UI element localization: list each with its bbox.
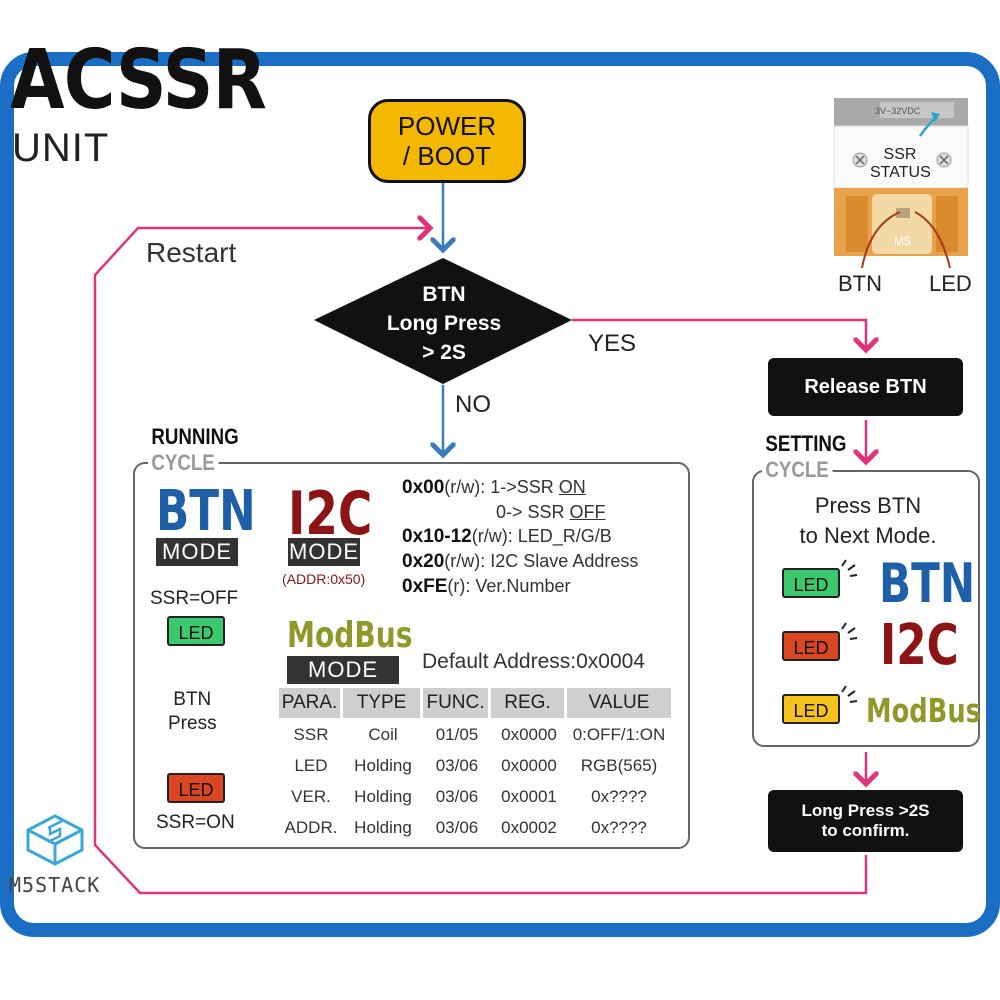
arrow-yes-to-release [572,318,866,350]
table-cell: 0x???? [591,787,647,806]
register-row: 0x00(r/w): 1->SSR ON [402,477,586,498]
running-heading: RUNNING [148,425,243,449]
setting-led-green: LED [782,568,840,598]
table-cell: 0x0002 [501,818,557,837]
led-red-indicator: LED [167,773,225,803]
table-cell: 0x???? [591,818,647,837]
release-btn-node: Release BTN [768,358,963,416]
decision-diamond [314,258,572,384]
table-row: LED Holding 03/06 0x0000 RGB(565) [279,755,671,777]
table-header: TYPE [343,688,420,718]
register-row: 0x10-12(r/w): LED_R/G/B [402,526,612,547]
table-cell: 0x0000 [501,725,557,744]
running-subheading: CYCLE [148,451,219,475]
table-cell: ADDR. [284,818,338,837]
table-row: VER. Holding 03/06 0x0001 0x???? [279,786,671,808]
modbus-table-body: SSR Coil 01/05 0x0000 0:OFF/1:ON LED Holding 03… [279,724,671,839]
modbus-default-address: Default Address:0x0004 [422,650,645,673]
register-row: 0x20(r/w): I2C Slave Address [402,551,639,572]
confirm-node: Long Press >2S to confirm. [768,790,963,852]
modbus-mode-bar: MODE [287,656,399,684]
device-btn-label: BTN [838,271,882,296]
btn-mode-title: BTN [156,479,256,544]
table-cell: 0x0000 [501,756,557,775]
table-cell: 03/06 [435,818,479,837]
yes-label: YES [588,330,637,357]
page-subtitle: UNIT [12,126,110,170]
device-illustration [832,96,970,256]
power-range-label: 3V~32VDC [875,106,921,116]
no-label: NO [455,391,491,418]
table-cell: SSR [293,725,329,744]
register-row: 0xFE(r): Ver.Number [402,576,571,597]
m5stack-logo-icon [26,814,84,866]
i2c-mode-title: I2C [288,479,373,549]
table-row: SSR Coil 01/05 0x0000 0:OFF/1:ON [279,724,671,746]
power-boot-node: POWER / BOOT [368,99,526,183]
table-header: PARA. [279,688,340,718]
setting-mode-modbus: ModBus [866,691,981,730]
modbus-table-grid: PARA. TYPE FUNC. REG. VALUE [279,688,671,718]
btn-press-label: BTN Press [168,689,217,734]
setting-mode-btn: BTN [879,552,976,615]
footer-brand: M5STACK [9,873,101,897]
decision-label: BTN Long Press > 2S [386,283,502,364]
table-cell: Holding [354,787,412,806]
setting-led-yellow: LED [782,694,840,724]
device-pointer-lines [861,211,951,269]
table-cell: Holding [354,756,412,775]
i2c-register-list: 0x00(r/w): 1->SSR ON 0-> SSR OFF 0x10-12… [402,475,638,599]
register-row: 0-> SSR OFF [496,502,606,522]
btn-mode-bar: MODE [156,538,238,566]
table-cell: 0x0001 [501,787,557,806]
i2c-mode-bar: MODE [288,538,360,566]
ssr-on-label: SSR=ON [156,812,235,833]
table-cell: VER. [291,787,331,806]
restart-label: Restart [146,237,237,268]
arrow-restart-loop [93,228,868,895]
setting-subheading: CYCLE [762,458,833,482]
table-header: REG. [491,688,564,718]
i2c-address: (ADDR:0x50) [282,571,366,587]
modbus-mode-title: ModBus [287,615,413,656]
led-glow-marks [841,559,858,703]
table-cell: Coil [368,725,398,744]
setting-instruction: Press BTN to Next Mode. [799,493,937,548]
table-row: ADDR. Holding 03/06 0x0002 0x???? [279,817,671,839]
setting-mode-i2c: I2C [880,613,959,678]
table-cell: LED [294,756,328,775]
ssr-off-label: SSR=OFF [150,588,239,609]
table-cell: 03/06 [435,787,479,806]
table-cell: 03/06 [435,756,479,775]
running-cycle-panel [133,462,690,849]
device-led-label: LED [929,271,972,296]
ssr-status-label: SSR STATUS [870,146,931,181]
table-cell: RGB(565) [580,756,658,775]
table-header: VALUE [567,688,671,718]
led-green-indicator: LED [167,616,225,646]
setting-led-red: LED [782,631,840,661]
table-cell: 01/05 [435,725,479,744]
setting-heading: SETTING [762,432,850,456]
table-header: FUNC. [423,688,488,718]
page-title: ACSSR [10,33,267,128]
table-cell: 0:OFF/1:ON [572,725,666,744]
modbus-table: PARA. TYPE FUNC. REG. VALUE SSR Coil 01/05… [279,688,671,839]
table-cell: Holding [354,818,412,837]
device-brand: M5 [894,234,911,248]
